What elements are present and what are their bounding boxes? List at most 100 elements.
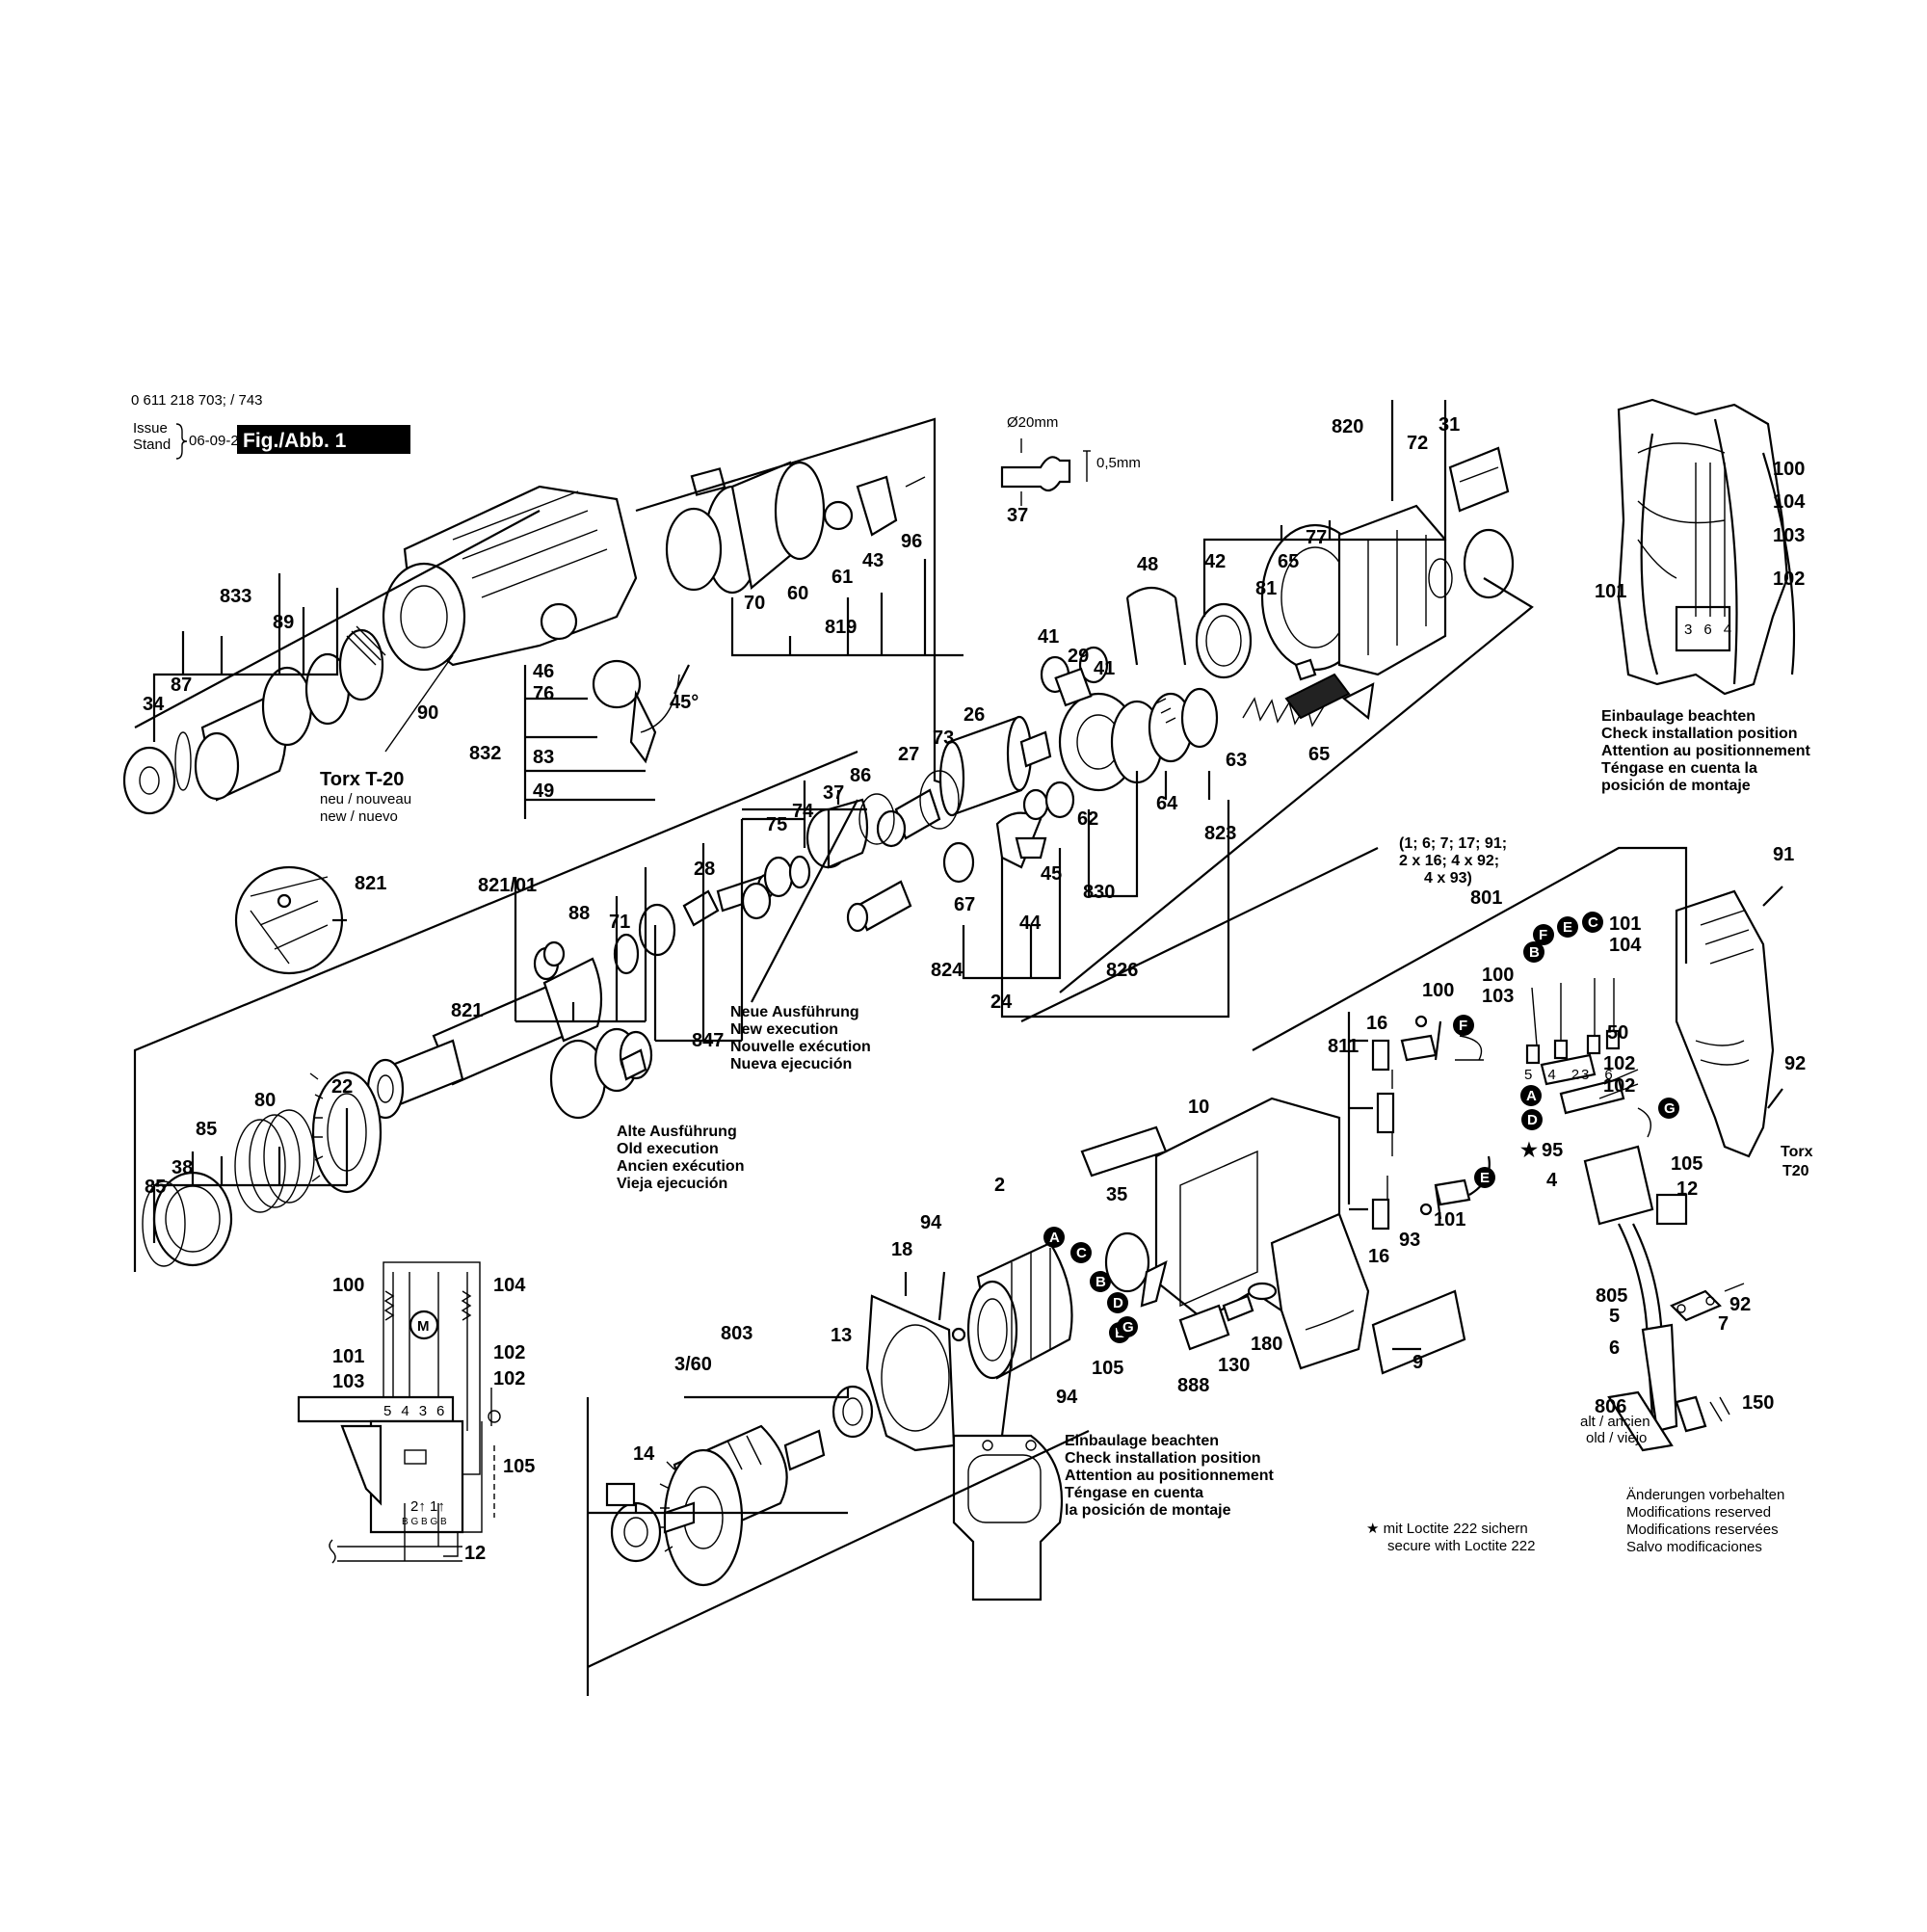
- part-label-p74: 74: [792, 801, 814, 822]
- frame-left-spindle: [133, 750, 858, 1272]
- model-numbers: 0 611 218 703; / 743: [131, 392, 263, 409]
- marker-letter-0: A: [1049, 1230, 1060, 1246]
- part-label-p823: 823: [1204, 823, 1236, 844]
- wobble-bearing-25: [846, 781, 1075, 933]
- install-top-en: Check installation position: [1601, 726, 1798, 742]
- leader-91: [1762, 886, 1783, 907]
- part-label-p41a: 41: [1038, 626, 1059, 648]
- note-check-install-top: Einbaulage beachten Check installation p…: [1601, 708, 1811, 794]
- bearing-13-14: [605, 1385, 874, 1563]
- part-label-p46: 46: [533, 661, 554, 682]
- part-label-p100c: 100: [1422, 980, 1454, 1001]
- part-label-p100d: 100: [1773, 459, 1805, 480]
- marker-circle-2: [1090, 1271, 1111, 1292]
- part-label-p832: 832: [469, 743, 501, 764]
- part-label-p48: 48: [1137, 554, 1158, 575]
- frame-line-bottom: [587, 1430, 1090, 1668]
- part-label-p34: 34: [143, 694, 165, 715]
- part-label-p803: 803: [721, 1323, 752, 1344]
- motor-housing-10: [1080, 1097, 1370, 1370]
- part-label-p64: 64: [1156, 793, 1178, 814]
- header-brace: [175, 423, 188, 460]
- old-exec-en: Old execution: [617, 1141, 719, 1157]
- part-label-p819: 819: [825, 617, 857, 638]
- handle-install-view: [1617, 398, 1796, 696]
- leader-803: [586, 1388, 850, 1696]
- part-label-p16a: 16: [1366, 1013, 1387, 1034]
- part-label-p65b: 65: [1308, 744, 1330, 765]
- marker-circle-1: [1070, 1242, 1092, 1263]
- new-exec-de: Neue Ausführung: [730, 1004, 859, 1020]
- leader-94: [937, 1271, 946, 1321]
- part-label-p104b: 104: [1609, 935, 1642, 956]
- cable-6: [1607, 1223, 1730, 1452]
- part-label-p43: 43: [862, 550, 884, 571]
- brush-6: 6: [1604, 1067, 1612, 1083]
- install-top-de: Einbaulage beachten: [1601, 708, 1755, 725]
- leader-830: [1087, 771, 1139, 898]
- spindle-821: [366, 946, 603, 1120]
- oring-72: [1463, 528, 1515, 599]
- marker-circle-10: [1453, 1015, 1474, 1036]
- marker-circle-0: [1043, 1227, 1065, 1248]
- note-modifications: Änderungen vorbehalten Modifications res…: [1626, 1487, 1784, 1555]
- part-label-p833: 833: [220, 586, 251, 607]
- part-label-p14: 14: [633, 1443, 655, 1465]
- marker-letter-10: F: [1459, 1018, 1467, 1034]
- marker-letter-1: C: [1076, 1245, 1087, 1261]
- part-label-p77: 77: [1306, 527, 1327, 548]
- part-label-p100b: 100: [1482, 965, 1514, 986]
- terminal-6: 6: [436, 1403, 444, 1419]
- leader-833: [152, 573, 339, 742]
- part-label-p6: 6: [1609, 1337, 1620, 1359]
- leader-820: [1202, 400, 1447, 617]
- part-label-p27: 27: [898, 744, 919, 765]
- part-label-p12a: 12: [1676, 1178, 1698, 1200]
- wiring-schematic: M: [297, 1261, 501, 1564]
- note-new-execution: Neue Ausführung New execution Nouvelle e…: [730, 1004, 871, 1072]
- part-label-p85b: 85: [145, 1177, 166, 1198]
- marker-letter-2: B: [1095, 1274, 1106, 1290]
- brush-5: 5: [1524, 1067, 1532, 1083]
- part-label-p180: 180: [1251, 1334, 1282, 1355]
- part-label-p50: 50: [1607, 1022, 1628, 1044]
- part-label-p104a: 104: [493, 1275, 526, 1296]
- leader-811: [1347, 1012, 1373, 1211]
- bearings-71-88: [542, 903, 676, 1120]
- part-label-p360: 3/60: [674, 1354, 712, 1375]
- marker-letter-9: C: [1588, 914, 1598, 931]
- part-label-p801: 801: [1470, 887, 1502, 909]
- part-label-p888: 888: [1177, 1375, 1209, 1396]
- marker-circle-8: [1557, 916, 1578, 938]
- install-bottom-en: Check installation position: [1065, 1450, 1261, 1467]
- new-nuevo-label: new / nuevo: [320, 808, 398, 825]
- brush-2: 2: [1571, 1067, 1579, 1083]
- part-label-p101c: 101: [1434, 1209, 1465, 1231]
- marker-circle-9: [1582, 912, 1603, 933]
- frame-top-left: [134, 510, 541, 728]
- part-label-p102b: 102: [1603, 1053, 1635, 1074]
- install-top-es1: Téngase en cuenta la: [1601, 760, 1757, 777]
- part-label-p35: 35: [1106, 1184, 1127, 1205]
- part-label-p91: 91: [1773, 844, 1794, 865]
- part-label-p101b: 101: [1609, 913, 1641, 935]
- alt-ancien-label: alt / ancien: [1580, 1414, 1650, 1430]
- part-label-p821: 821: [355, 873, 386, 894]
- part-label-p150: 150: [1742, 1392, 1774, 1414]
- clip-31: [1448, 446, 1510, 513]
- part-label-p103b: 103: [1482, 986, 1514, 1007]
- stand-label: Stand: [133, 437, 171, 453]
- install-top-es2: posición de montaje: [1601, 778, 1751, 794]
- part-label-p811: 811: [1328, 1036, 1359, 1057]
- marker-letter-12: A: [1526, 1088, 1537, 1104]
- part-label-p94a: 94: [920, 1212, 942, 1233]
- motor-flange-77: [1260, 504, 1453, 676]
- part-label-p806: 806: [1595, 1396, 1626, 1417]
- svg-text:M: M: [417, 1318, 430, 1335]
- spring-80: [234, 1109, 315, 1213]
- leader-92: [1767, 1088, 1783, 1109]
- diameter-label: Ø20mm: [1007, 414, 1058, 431]
